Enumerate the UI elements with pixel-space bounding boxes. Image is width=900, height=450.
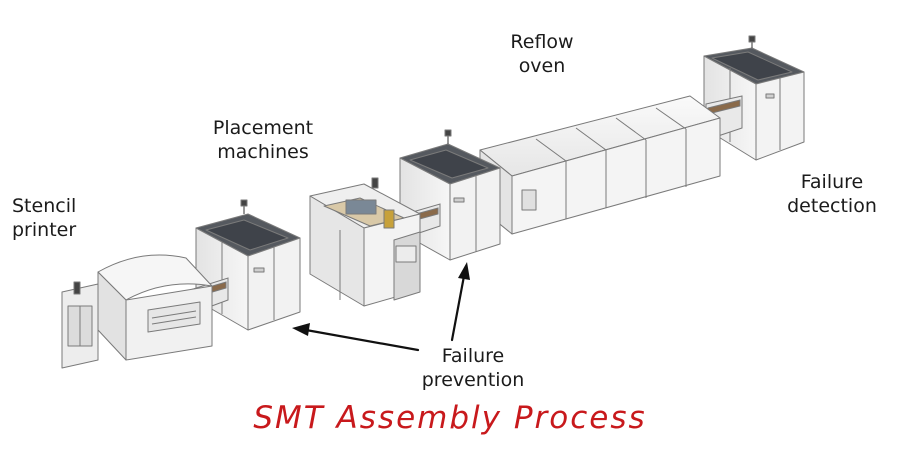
label-prevention-line2: prevention (421, 369, 525, 391)
label-placement-line2: machines (217, 141, 309, 163)
label-reflow-line1: Reflow (510, 31, 574, 53)
prevention-arrows (292, 262, 470, 352)
label-placement-machines: Placement machines (206, 116, 320, 164)
label-reflow-oven: Reflow oven (505, 30, 579, 78)
label-detection-line2: detection (787, 195, 877, 217)
stencil-printer (61, 254, 213, 369)
label-stencil-printer: Stencil printer (12, 194, 92, 242)
placement-machine-open (309, 177, 421, 307)
label-failure-detection: Failure detection (782, 170, 882, 218)
caption-title: SMT Assembly Process (253, 400, 647, 436)
reflow-oven (479, 95, 721, 235)
label-reflow-line2: oven (518, 55, 566, 77)
label-failure-prevention: Failure prevention (418, 344, 528, 392)
label-prevention-line1: Failure (441, 345, 505, 367)
label-stencil-line1: Stencil (12, 195, 77, 217)
label-detection-line1: Failure (800, 171, 864, 193)
label-stencil-line2: printer (12, 219, 77, 241)
label-placement-line1: Placement (212, 117, 314, 139)
